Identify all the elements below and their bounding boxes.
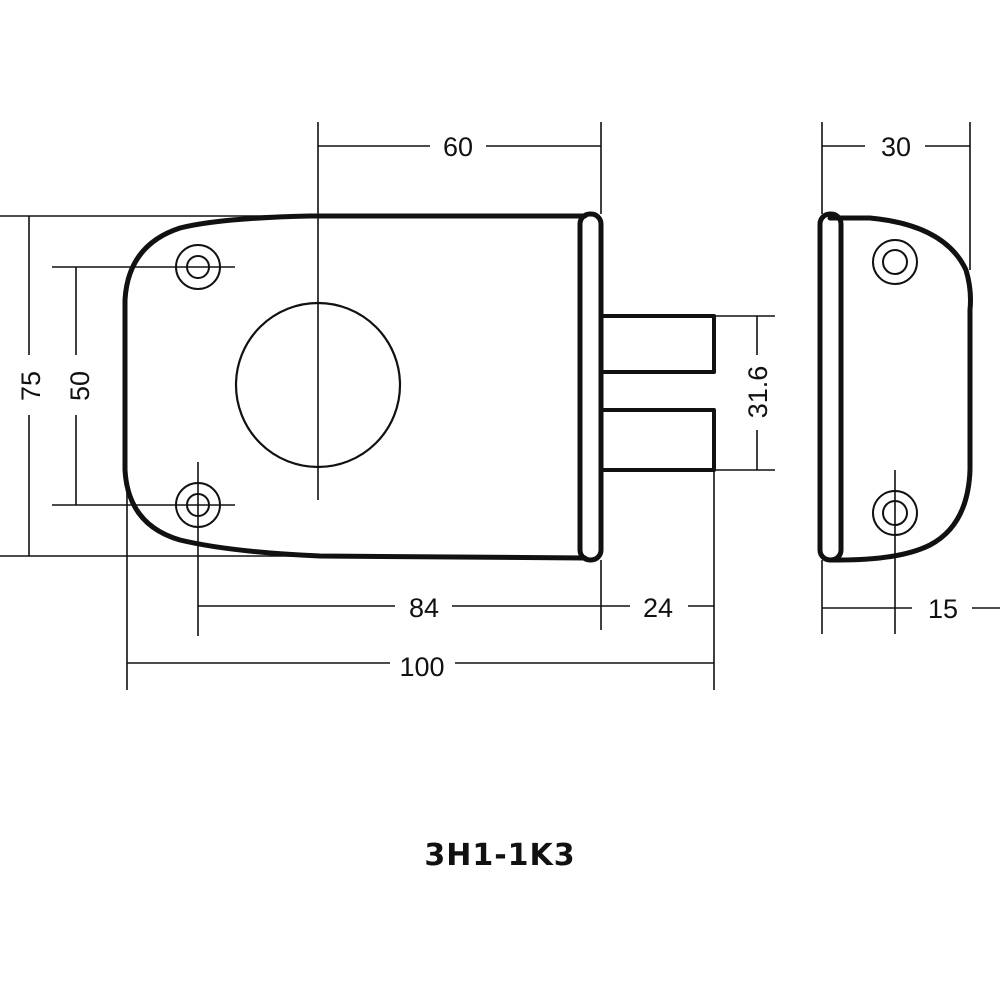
dimension-75: 75 xyxy=(0,215,305,557)
side-faceplate xyxy=(817,211,844,563)
model-code-title: 3H1-1K3 xyxy=(424,838,576,873)
dim-label-100: 100 xyxy=(399,652,444,682)
bolts xyxy=(601,314,716,472)
dim-label-30: 30 xyxy=(881,132,911,162)
dim-label-50: 50 xyxy=(65,371,95,401)
dimension-60: 60 xyxy=(317,122,602,500)
lock-body-front-view xyxy=(122,211,716,563)
dimension-15: 15 xyxy=(821,470,1000,634)
dim-label-24: 24 xyxy=(643,593,673,623)
dim-label-60: 60 xyxy=(443,132,473,162)
side-body-outline xyxy=(827,215,973,563)
dim-label-84: 84 xyxy=(409,593,439,623)
dimension-30: 30 xyxy=(821,122,971,270)
dim-label-15: 15 xyxy=(928,594,958,624)
dimension-84-24: 84 24 xyxy=(197,462,715,690)
side-mounting-hole-top xyxy=(872,239,918,285)
dim-label-75: 75 xyxy=(16,371,46,401)
faceplate xyxy=(577,211,604,563)
dimension-100: 100 xyxy=(126,480,714,690)
lock-body-side-view xyxy=(817,211,973,563)
dim-label-31-6: 31.6 xyxy=(743,366,773,419)
dimension-50: 50 xyxy=(52,266,235,506)
dimension-31-6: 31.6 xyxy=(714,315,775,471)
lock-body-outline xyxy=(122,213,588,561)
